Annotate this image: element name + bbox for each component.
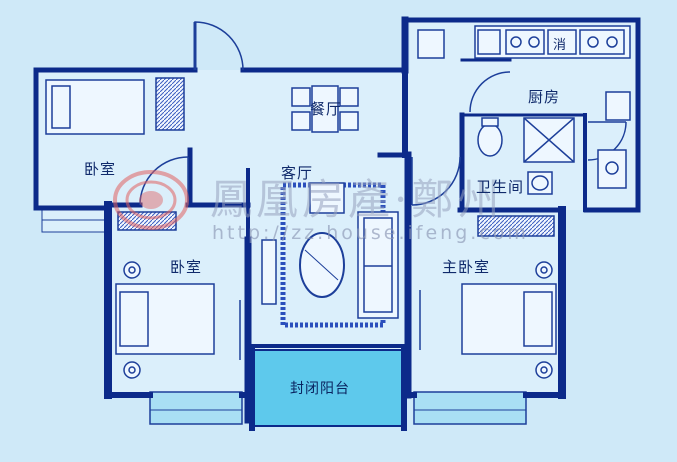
- room-label-balcony: 封闭阳台: [290, 381, 350, 397]
- window-strips: [41, 207, 527, 425]
- bed-master: [461, 261, 557, 379]
- room-label-bedroom-top-left: 卧室: [84, 160, 117, 178]
- logo-icon: [113, 170, 189, 230]
- watermark-title: 鳳凰房產·鄭州: [210, 175, 504, 224]
- wardrobe-top-left: [155, 77, 185, 131]
- room-label-dining: 餐厅: [310, 100, 343, 118]
- watermark-url: http://zz.house.ifeng.com: [212, 222, 529, 244]
- room-label-living: 客厅: [281, 164, 314, 182]
- bed-left: [115, 261, 215, 379]
- dining-table: [291, 85, 359, 133]
- room-label-master-bedroom: 主卧室: [442, 258, 491, 276]
- room-label-kitchen: 厨房: [528, 88, 561, 106]
- walls: [33, 16, 641, 431]
- sofa: [309, 182, 399, 319]
- bath-fixtures: [477, 117, 627, 195]
- kitchen-counter: [417, 25, 631, 121]
- tv-cabinet: [261, 239, 277, 305]
- bed-top-left: [45, 79, 145, 135]
- room-label-bathroom: 卫生间: [476, 178, 525, 196]
- room-label-bedroom-left: 卧室: [170, 258, 203, 276]
- wardrobe-master: [477, 215, 555, 237]
- fixture-label-disinfection: 消: [553, 38, 568, 53]
